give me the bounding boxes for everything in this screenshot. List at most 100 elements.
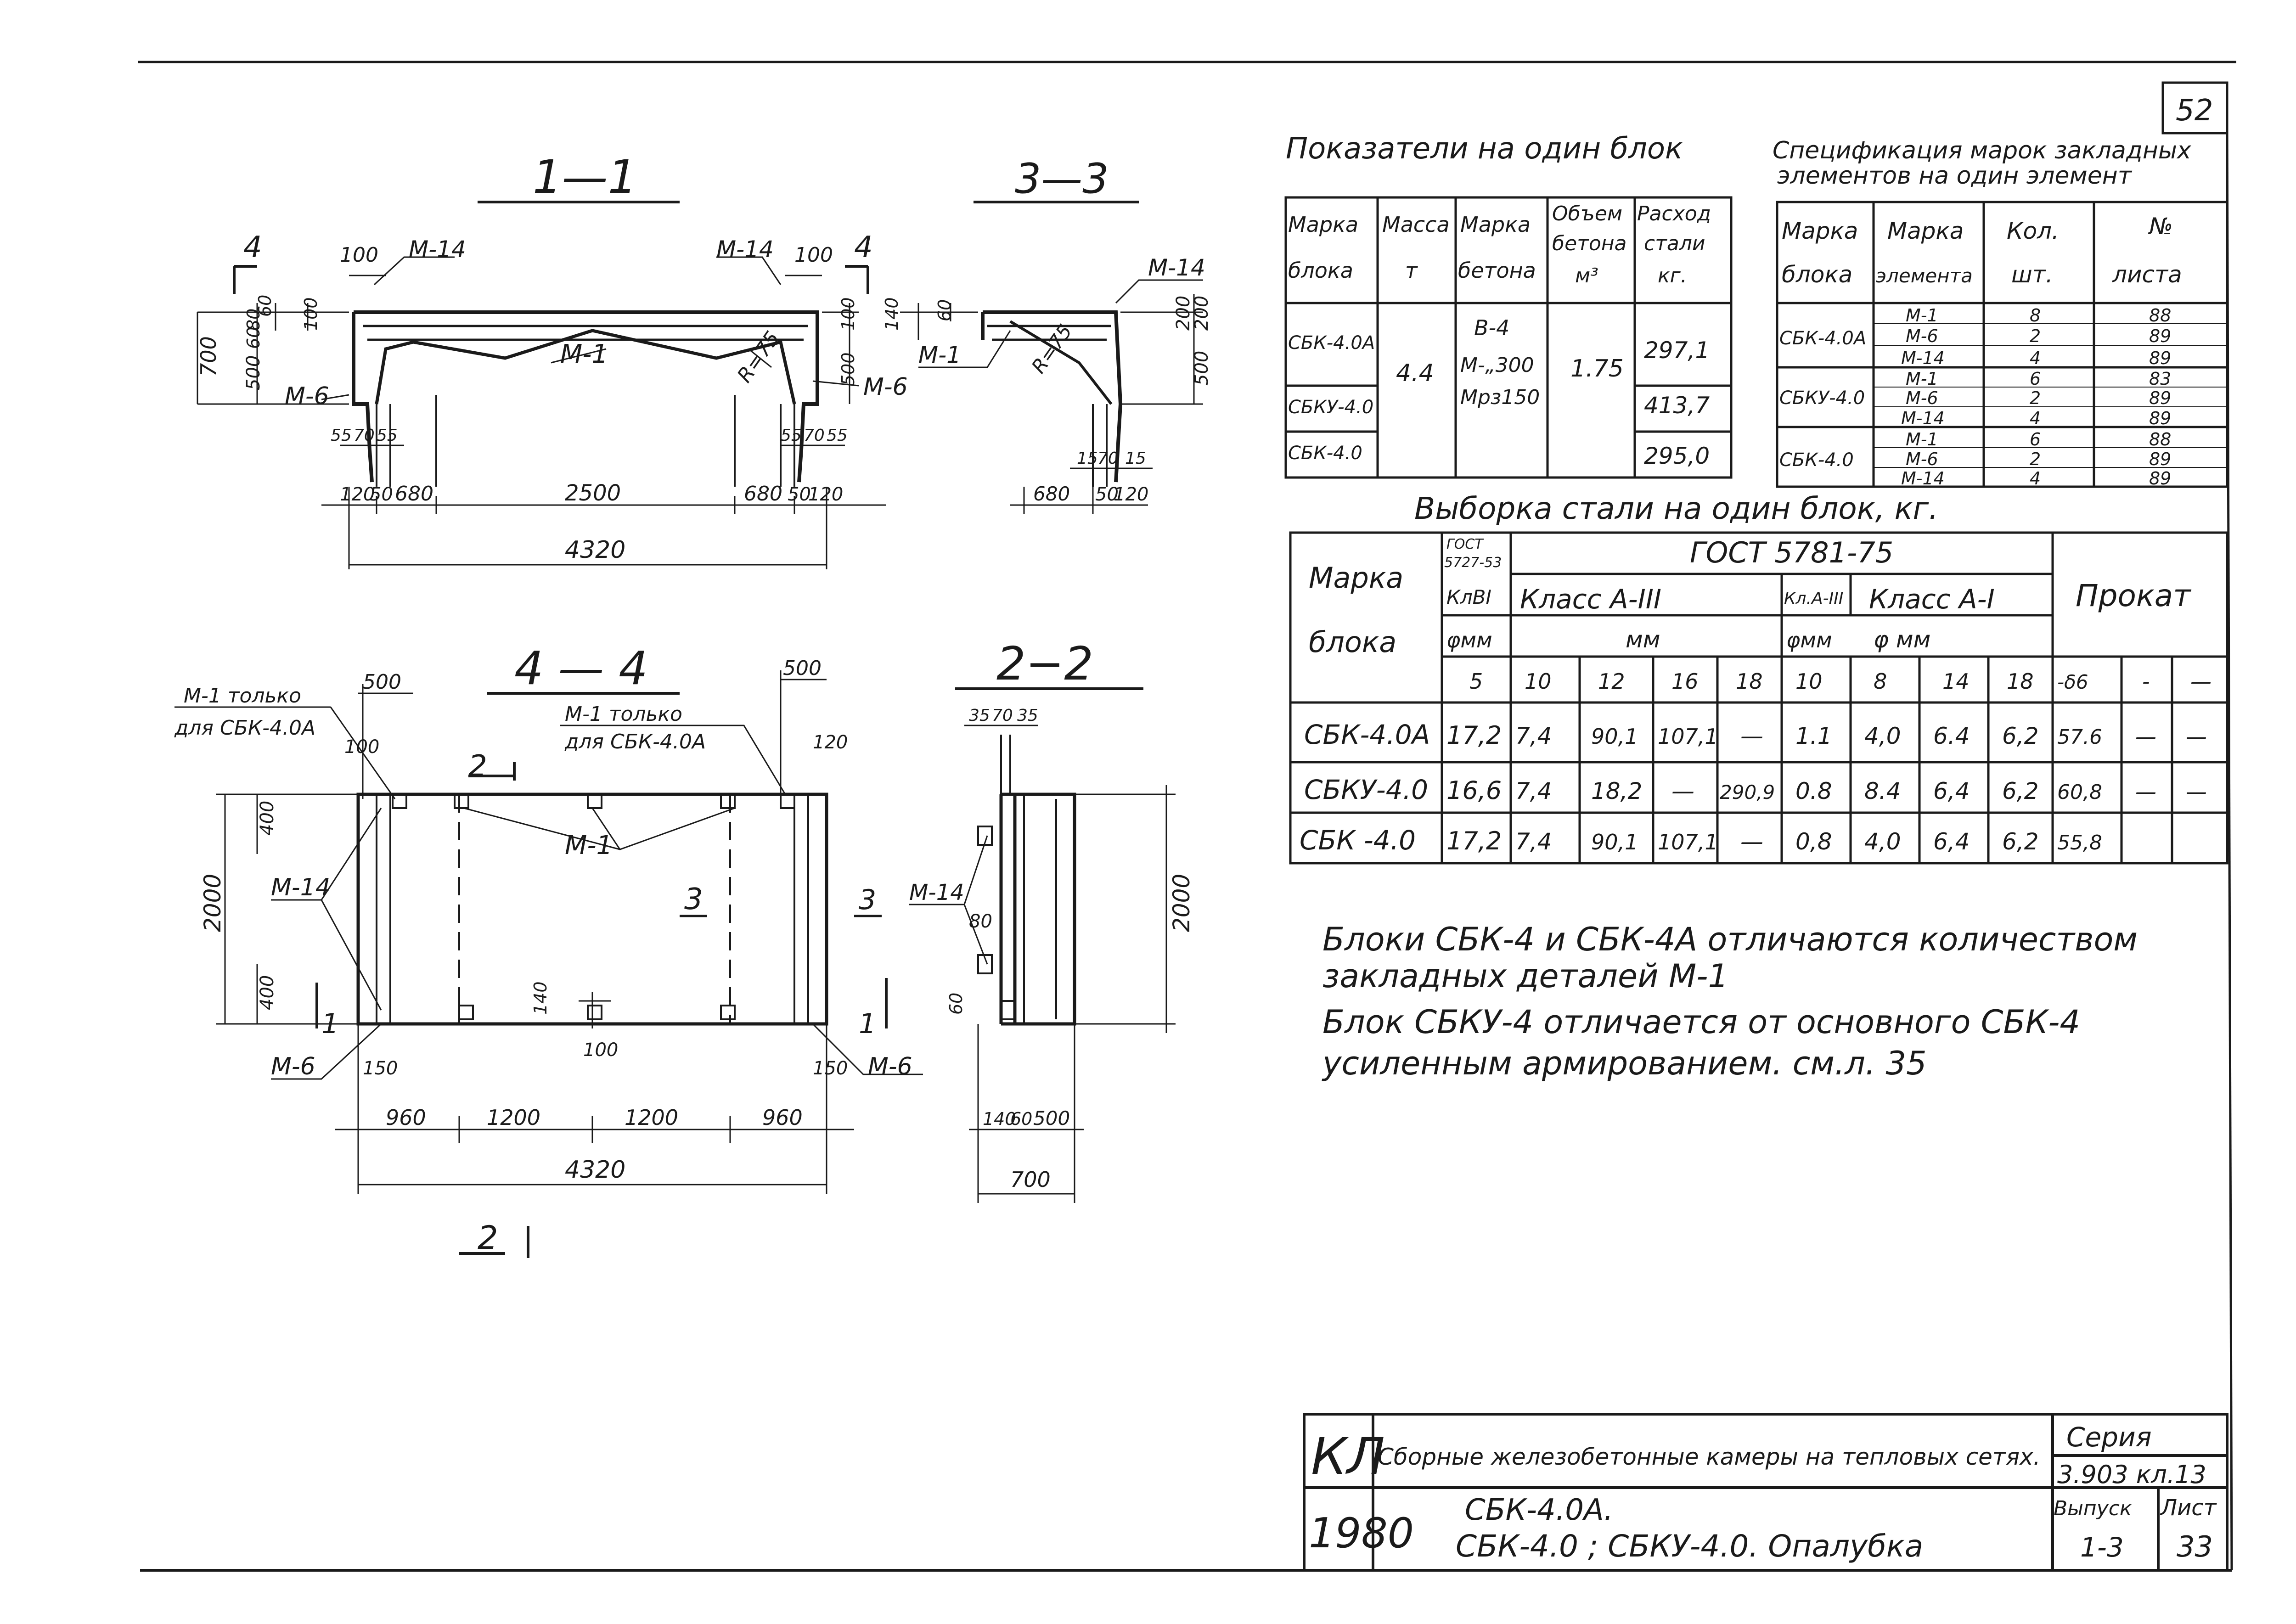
cut-mark-4-left: 4 bbox=[243, 230, 262, 264]
spec-g2-i2-q: 2 bbox=[2030, 388, 2041, 408]
sh-block-1: Марка bbox=[1782, 218, 1858, 244]
steel-title: Выборка стали на один блок, кг. bbox=[1414, 491, 1938, 526]
spec-g2-i3-q: 4 bbox=[2030, 408, 2041, 428]
row-steel-3: 295,0 bbox=[1644, 443, 1710, 469]
dim-b-960r: 960 bbox=[762, 1105, 803, 1130]
cell: 16,6 bbox=[1446, 776, 1502, 805]
cut-mark-2-bottom: 2 bbox=[478, 1219, 498, 1257]
spec-g1-block: СБК-4.0А bbox=[1779, 328, 1866, 349]
dim-small-15b: 15 bbox=[1125, 449, 1146, 468]
steel-h-fmm2: φмм bbox=[1786, 628, 1832, 652]
diam-5: 10 bbox=[1795, 669, 1823, 694]
dim-b-120r: 120 bbox=[808, 484, 843, 505]
stamp-vypusk-label: Выпуск bbox=[2054, 1497, 2132, 1520]
mark-m6-right: M-6 bbox=[863, 373, 908, 401]
cell: 6,2 bbox=[2002, 828, 2039, 855]
dim-right-500: 500 bbox=[1191, 351, 1212, 386]
steel-h-klass-a1: Класс A-I bbox=[1869, 584, 1995, 615]
row-concrete-3: Мрз150 bbox=[1460, 386, 1540, 409]
steel-h-klbi: КлВI bbox=[1446, 586, 1491, 608]
cell: 6,2 bbox=[2002, 778, 2039, 804]
spec-g3-i1-el: M-1 bbox=[1906, 429, 1938, 450]
sh-sheet-1: № bbox=[2148, 213, 2173, 240]
diam-2: 12 bbox=[1598, 669, 1625, 694]
dim-left-80: 80 bbox=[243, 309, 264, 331]
dim-top-70: 70 bbox=[992, 706, 1013, 725]
cell: — bbox=[2186, 724, 2207, 749]
cut-mark-1-right: 1 bbox=[859, 1008, 876, 1040]
cell: 4,0 bbox=[1864, 828, 1901, 855]
stamp-seria-value: 3.903 кл.13 bbox=[2057, 1460, 2206, 1489]
cell: — bbox=[2135, 724, 2156, 749]
cut-mark-3-center: 3 bbox=[684, 882, 703, 916]
note-line-3: Блок СБКУ-4 отличается от основного СБК-… bbox=[1322, 1003, 2080, 1041]
note-line-4: усиленным армированием. см.л. 35 bbox=[1322, 1045, 1927, 1082]
mark-m14: M-14 bbox=[909, 880, 964, 905]
cell: 0.8 bbox=[1795, 778, 1832, 804]
spec-g2-i3-el: M-14 bbox=[1901, 408, 1945, 428]
dim-small-15a: 15 bbox=[1077, 449, 1098, 468]
dim-60: 60 bbox=[946, 993, 966, 1015]
spec-g3-i3-el: M-14 bbox=[1901, 468, 1945, 489]
dim-small-l2: 70 bbox=[354, 426, 375, 445]
dim-top-left: 100 bbox=[340, 243, 378, 267]
dim-left-60: 60 bbox=[934, 299, 955, 321]
mark-m14-right: M-14 bbox=[716, 236, 774, 263]
cut-mark-3-right: 3 bbox=[859, 884, 876, 916]
cell: 7,4 bbox=[1515, 723, 1552, 749]
dim-left-60a: 60 bbox=[243, 327, 264, 349]
steel-row-1: СБК-4.0А 17,2 7,4 90,1 107,1 — 1.1 4,0 6… bbox=[1304, 719, 2207, 750]
cell: — bbox=[1740, 828, 1763, 855]
mark-m14-left: M-14 bbox=[409, 236, 466, 263]
dim-small-l1: 55 bbox=[331, 426, 352, 445]
spec-g2-i1-el: M-1 bbox=[1906, 369, 1938, 389]
dim-b-50l: 50 bbox=[370, 484, 393, 505]
dim-right-200: 200 bbox=[1191, 296, 1212, 331]
indicators-title: Показатели на один блок bbox=[1286, 132, 1683, 166]
steel-h-fmm: φмм bbox=[1446, 628, 1492, 652]
mark-m6-left: M-6 bbox=[285, 382, 329, 410]
spec-g1-i1-q: 8 bbox=[2030, 305, 2041, 326]
row-volume: 1.75 bbox=[1570, 355, 1624, 382]
spec-g2-block: СБКУ-4.0 bbox=[1779, 388, 1865, 409]
spec-g1-i1-s: 88 bbox=[2149, 305, 2171, 326]
dim-500-right: 500 bbox=[783, 657, 822, 680]
stamp-logo: КЛ bbox=[1311, 1427, 1385, 1486]
dim-b-1200a: 1200 bbox=[487, 1105, 540, 1130]
spec-g2-i1-s: 83 bbox=[2149, 369, 2171, 389]
note-left-line1: M-1 только bbox=[184, 684, 301, 708]
dim-small-r3: 55 bbox=[827, 426, 848, 445]
dim-overall: 4320 bbox=[565, 1156, 625, 1184]
mark-m6-right: M-6 bbox=[868, 1053, 912, 1080]
sh-sheet-2: листа bbox=[2112, 261, 2182, 288]
note-left-line2: для СБК-4.0А bbox=[174, 716, 315, 740]
spec-g1-i1-el: M-1 bbox=[1906, 305, 1938, 326]
cell: — bbox=[1671, 778, 1694, 804]
row-block-2: СБКУ-4.0 bbox=[1288, 397, 1373, 418]
sh-elem-1: Марка bbox=[1887, 218, 1964, 244]
h-concrete-1: Марка bbox=[1460, 212, 1531, 237]
dim-b-1200b: 1200 bbox=[625, 1105, 678, 1130]
spec-g2-i1-q: 6 bbox=[2030, 369, 2041, 389]
diam-6: 8 bbox=[1874, 669, 1887, 694]
cell: 7,4 bbox=[1515, 828, 1552, 855]
steel-h-block-1: Марка bbox=[1309, 561, 1403, 595]
h-mass-2: т bbox=[1405, 258, 1418, 283]
h-steel-3: кг. bbox=[1658, 264, 1687, 287]
cell: 6.4 bbox=[1933, 723, 1970, 749]
spec-g1-i3-q: 4 bbox=[2030, 348, 2041, 368]
dim-b-680r: 680 bbox=[744, 482, 782, 506]
diam-9: -δ6 bbox=[2057, 671, 2088, 693]
diam-4: 18 bbox=[1736, 669, 1763, 694]
note-mid-line2: для СБК-4.0А bbox=[564, 730, 706, 753]
section-4-4: 4 — 4 M-1 3 M-1 только для СБК-4.0А M-1 … bbox=[174, 641, 923, 1258]
spec-g2-i2-s: 89 bbox=[2149, 388, 2171, 408]
dim-top-35a: 35 bbox=[969, 706, 990, 725]
title-stamp: КЛ 1980 Сборные железобетонные камеры на… bbox=[1303, 1413, 2228, 1572]
cell: СБКУ-4.0 bbox=[1304, 774, 1428, 805]
mark-m1: M-1 bbox=[918, 342, 961, 368]
cell: 107,1 bbox=[1658, 724, 1718, 749]
dim-right-500: 500 bbox=[838, 352, 858, 386]
cell: 6,4 bbox=[1933, 828, 1970, 855]
cell: 90,1 bbox=[1591, 724, 1638, 749]
